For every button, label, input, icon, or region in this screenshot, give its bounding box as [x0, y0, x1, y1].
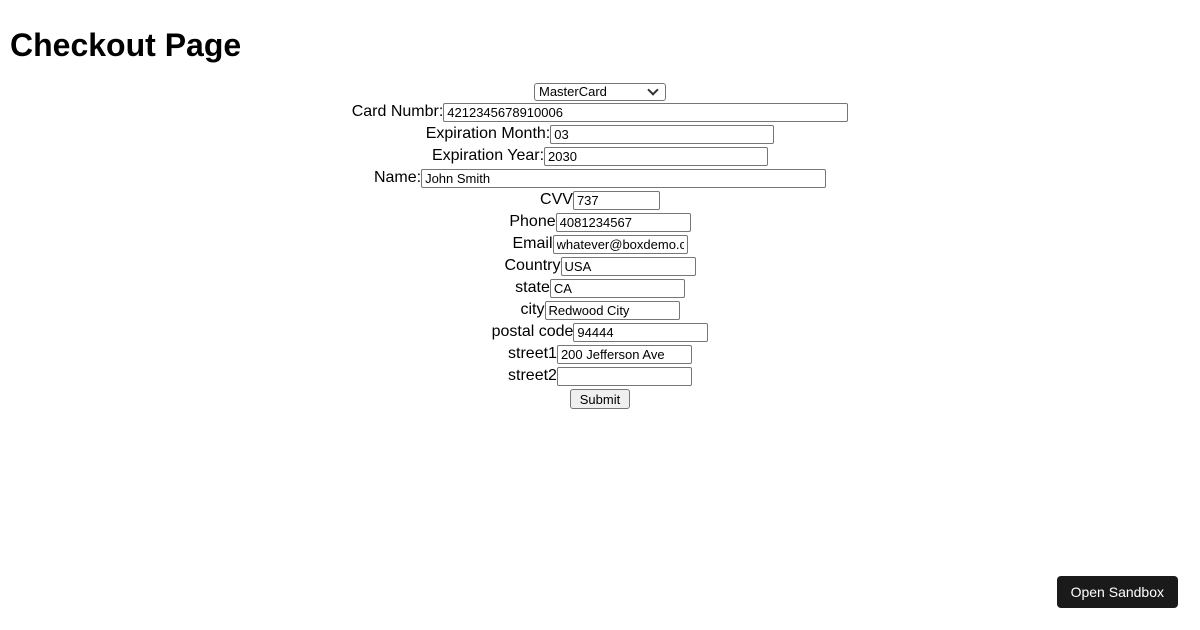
expiration-year-input[interactable]	[544, 146, 769, 166]
submit-button[interactable]: Submit	[569, 389, 631, 409]
street2-input[interactable]	[556, 366, 692, 386]
form-row-card-number: Card Numbr:	[0, 102, 1200, 124]
email-label: Email	[512, 235, 553, 252]
form-row-cvv: CVV	[0, 190, 1200, 212]
checkout-form: MasterCard Card Numbr: Expiration Month:…	[0, 82, 1200, 411]
postal-code-label: postal code	[491, 323, 574, 340]
cvv-input[interactable]	[572, 190, 660, 210]
cvv-label: CVV	[540, 191, 573, 208]
country-label: Country	[504, 257, 561, 274]
city-input[interactable]	[544, 300, 680, 320]
street2-label: street2	[508, 367, 557, 384]
form-row-country: Country	[0, 256, 1200, 278]
expiration-year-label: Expiration Year:	[431, 147, 545, 164]
form-row-phone: Phone	[0, 212, 1200, 234]
card-type-select[interactable]: MasterCard	[534, 82, 666, 101]
form-row-city: city	[0, 300, 1200, 322]
state-label: state	[515, 279, 550, 296]
postal-code-input[interactable]	[573, 322, 709, 342]
name-input[interactable]	[421, 168, 827, 188]
card-number-label: Card Numbr:	[351, 103, 444, 120]
form-row-postal-code: postal code	[0, 322, 1200, 344]
form-row-expiration-year: Expiration Year:	[0, 146, 1200, 168]
phone-input[interactable]	[555, 212, 691, 232]
page-title: Checkout Page	[10, 27, 242, 63]
card-type-select-wrap: MasterCard	[534, 82, 666, 102]
form-row-name: Name:	[0, 168, 1200, 190]
country-input[interactable]	[560, 256, 696, 276]
street1-input[interactable]	[556, 344, 692, 364]
form-row-street1: street1	[0, 344, 1200, 366]
email-input[interactable]	[552, 234, 688, 254]
phone-label: Phone	[509, 213, 556, 230]
form-row-submit: Submit	[0, 389, 1200, 411]
form-row-state: state	[0, 278, 1200, 300]
name-label: Name:	[373, 169, 422, 186]
open-sandbox-button[interactable]: Open Sandbox	[1056, 576, 1178, 608]
form-row-card-type: MasterCard	[0, 82, 1200, 102]
street1-label: street1	[508, 345, 557, 362]
city-label: city	[520, 301, 545, 318]
form-row-street2: street2	[0, 366, 1200, 388]
expiration-month-label: Expiration Month:	[425, 125, 551, 142]
expiration-month-input[interactable]	[550, 124, 775, 144]
form-row-email: Email	[0, 234, 1200, 256]
state-input[interactable]	[549, 278, 685, 298]
card-number-input[interactable]	[443, 102, 849, 122]
form-row-expiration-month: Expiration Month:	[0, 124, 1200, 146]
